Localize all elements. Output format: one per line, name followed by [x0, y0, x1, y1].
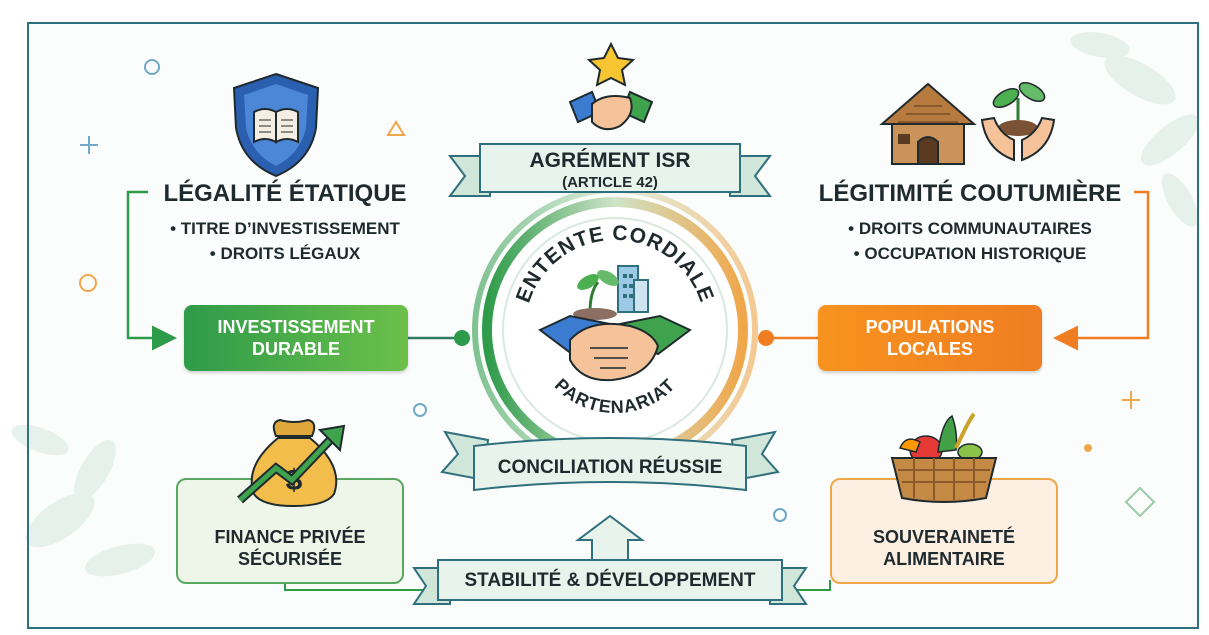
left-card-line2: SÉCURISÉE [237, 549, 343, 569]
left-bullet-1: • TITRE D’INVESTISSEMENT [170, 219, 400, 238]
vegetable-basket-icon [890, 412, 998, 503]
top-ribbon-title: AGRÉMENT ISR [529, 149, 691, 172]
money-bag-icon: $ [237, 418, 346, 508]
top-ribbon-subtitle: (ARTICLE 42) [562, 174, 658, 191]
right-pill-line2: LOCALES [886, 339, 973, 359]
right-block-bullets: • DROITS COMMUNAUTAIRES • OCCUPATION HIS… [800, 216, 1140, 266]
seedling-hands-icon [980, 81, 1056, 162]
right-card-line2: ALIMENTAIRE [883, 549, 1005, 569]
footer-ribbon-label: STABILITÉ & DÉVELOPPEMENT [464, 570, 756, 591]
investissement-durable-pill: INVESTISSEMENT DURABLE [184, 305, 408, 371]
handshake-plant-building-icon [538, 265, 692, 382]
bottom-ribbon [440, 430, 780, 492]
right-card-line1: SOUVERAINETÉ [872, 527, 1016, 547]
footer-ribbon [412, 514, 808, 605]
left-block-title: LÉGALITÉ ÉTATIQUE [163, 180, 407, 207]
right-bullet-1: • DROITS COMMUNAUTAIRES [848, 219, 1092, 238]
hut-icon [879, 82, 977, 165]
top-ribbon [448, 143, 772, 197]
populations-locales-pill: POPULATIONS LOCALES [818, 305, 1042, 371]
star-handshake-icon [568, 41, 654, 131]
left-bullet-2: • DROITS LÉGAUX [209, 244, 361, 263]
left-block-bullets: • TITRE D’INVESTISSEMENT • DROITS LÉGAUX [120, 216, 450, 266]
left-pill-line2: DURABLE [252, 339, 340, 359]
right-bullet-2: • OCCUPATION HISTORIQUE [853, 244, 1087, 263]
left-pill-line1: INVESTISSEMENT [217, 317, 375, 337]
left-card-line1: FINANCE PRIVÉE [214, 527, 366, 547]
bottom-ribbon-label: CONCILIATION RÉUSSIE [497, 457, 723, 478]
right-pill-line1: POPULATIONS [865, 317, 995, 337]
central-ring: ENTENTE CORDIALE PARTENARIAT [472, 187, 758, 473]
shield-book-icon [232, 72, 320, 178]
right-block-title: LÉGITIMITÉ COUTUMIÈRE [818, 180, 1122, 207]
